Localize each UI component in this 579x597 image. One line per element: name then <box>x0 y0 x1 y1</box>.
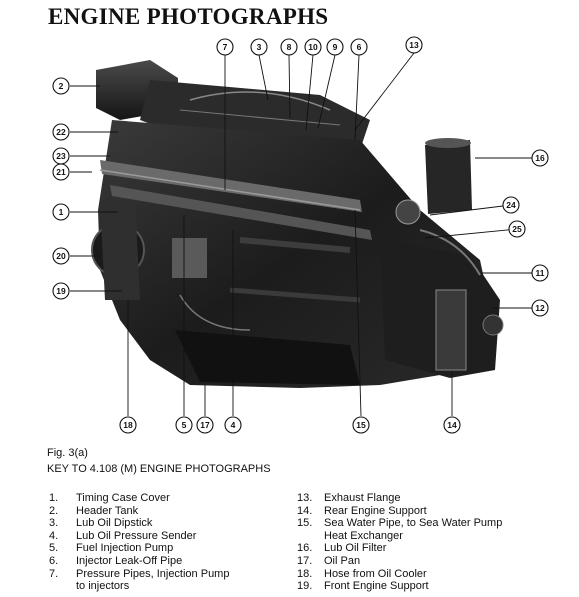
svg-text:14: 14 <box>447 420 457 430</box>
svg-text:22: 22 <box>56 127 66 137</box>
svg-text:11: 11 <box>536 268 545 278</box>
key-item: to injectors <box>76 580 130 593</box>
svg-text:4: 4 <box>231 420 236 430</box>
callout-18: 18 <box>119 416 137 434</box>
key-item: 13.Exhaust Flange <box>297 492 401 504</box>
svg-text:21: 21 <box>56 167 66 177</box>
key-item: 17.Oil Pan <box>297 554 361 567</box>
svg-text:3: 3 <box>257 42 262 52</box>
callout-23: 23 <box>52 147 70 165</box>
callout-20: 20 <box>52 247 70 265</box>
callout-14: 14 <box>443 416 461 434</box>
svg-text:25: 25 <box>512 224 522 234</box>
callout-9: 9 <box>326 38 344 56</box>
callout-16: 16 <box>531 149 549 167</box>
svg-text:13: 13 <box>409 40 419 50</box>
engine-photograph: 2 22 23 21 1 20 19 7 3 8 10 9 6 13 16 24… <box>52 36 549 434</box>
key-item: 14.Rear Engine Support <box>297 504 427 517</box>
svg-text:12: 12 <box>535 303 545 313</box>
key-item: 16.Lub Oil Filter <box>297 542 387 555</box>
svg-text:6: 6 <box>357 42 362 52</box>
svg-text:2: 2 <box>59 81 64 91</box>
svg-text:19: 19 <box>56 286 66 296</box>
key-item: 19.Front Engine Support <box>297 580 429 593</box>
key-list-right: 13.Exhaust Flange 14.Rear Engine Support… <box>297 492 577 593</box>
svg-text:8: 8 <box>287 42 292 52</box>
key-list-left: 1.Timing Case Cover 2.Header Tank 3.Lub … <box>49 492 289 593</box>
key-item: 2.Header Tank <box>49 504 139 517</box>
svg-text:1: 1 <box>59 207 64 217</box>
svg-text:5: 5 <box>182 420 187 430</box>
svg-text:20: 20 <box>56 251 66 261</box>
callout-2: 2 <box>52 77 70 95</box>
key-item: 15.Sea Water Pipe, to Sea Water Pump <box>297 517 503 530</box>
callout-7: 7 <box>216 38 234 56</box>
svg-text:17: 17 <box>200 420 210 430</box>
key-title: KEY TO 4.108 (M) ENGINE PHOTOGRAPHS <box>47 463 271 475</box>
callout-3: 3 <box>250 38 268 56</box>
callout-6: 6 <box>350 38 368 56</box>
page-title: ENGINE PHOTOGRAPHS <box>48 4 329 29</box>
callout-19: 19 <box>52 282 70 300</box>
svg-text:9: 9 <box>333 42 338 52</box>
svg-text:24: 24 <box>506 200 516 210</box>
engine-body <box>91 60 504 388</box>
figure-label: Fig. 3(a) <box>47 447 88 459</box>
callout-24: 24 <box>502 196 520 214</box>
key-item: 4.Lub Oil Pressure Sender <box>49 529 197 542</box>
svg-text:16: 16 <box>535 153 545 163</box>
key-item: 6.Injector Leak-Off Pipe <box>49 554 183 567</box>
callout-10: 10 <box>304 38 322 56</box>
callout-1: 1 <box>52 203 70 221</box>
callout-15: 15 <box>352 416 370 434</box>
key-item: 3.Lub Oil Dipstick <box>49 517 153 530</box>
callout-11: 11 <box>531 264 549 282</box>
callout-25: 25 <box>508 220 526 238</box>
leader-lines <box>70 52 540 417</box>
callout-5: 5 <box>175 416 193 434</box>
svg-text:15: 15 <box>356 420 366 430</box>
key-item: 5.Fuel Injection Pump <box>49 542 174 555</box>
callout-17: 17 <box>196 416 214 434</box>
svg-text:7: 7 <box>223 42 228 52</box>
key-item: 18.Hose from Oil Cooler <box>297 567 427 580</box>
callouts: 2 22 23 21 1 20 19 7 3 8 10 9 6 13 16 24… <box>52 36 549 434</box>
callout-21: 21 <box>52 163 70 181</box>
svg-text:23: 23 <box>56 151 66 161</box>
svg-text:10: 10 <box>308 42 318 52</box>
key-item: Heat Exchanger <box>324 529 403 542</box>
callout-22: 22 <box>52 123 70 141</box>
svg-text:18: 18 <box>123 420 133 430</box>
key-item: 1.Timing Case Cover <box>49 492 170 504</box>
callout-4: 4 <box>224 416 242 434</box>
callout-12: 12 <box>531 299 549 317</box>
callout-13: 13 <box>405 36 423 54</box>
key-item: 7.Pressure Pipes, Injection Pump <box>49 567 230 580</box>
callout-8: 8 <box>280 38 298 56</box>
